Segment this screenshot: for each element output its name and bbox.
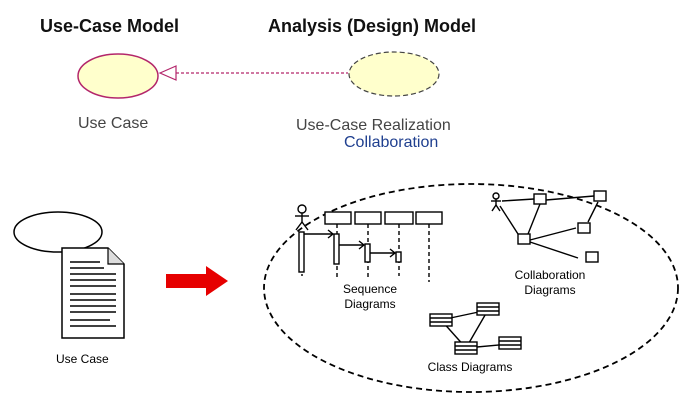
sequence-label-line2: Diagrams: [344, 297, 396, 311]
use-case-ellipse-bottom: [13, 211, 103, 253]
use-case-realization-label: Use-Case Realization: [296, 117, 451, 134]
use-case-model-heading: Use-Case Model: [40, 16, 180, 36]
sequence-label-line1: Sequence: [342, 282, 398, 296]
collab-label-line2: Diagrams: [524, 283, 576, 297]
collaboration-diagrams-label: Collaboration Diagrams: [500, 268, 600, 298]
realization-big-ellipse: [263, 183, 679, 393]
collab-label-line1: Collaboration: [514, 268, 586, 282]
realization-arrowhead-icon: [158, 65, 177, 81]
use-case-document-label: Use Case: [56, 352, 109, 366]
red-arrow-icon: [166, 266, 228, 296]
use-case-ellipse: [77, 53, 159, 99]
collaboration-diagram-icon: [491, 190, 607, 263]
realization-ellipse: [348, 51, 440, 97]
class-diagrams-label: Class Diagrams: [427, 360, 513, 374]
class-diagram-icon: [429, 302, 522, 355]
sequence-diagram-icon: [295, 204, 443, 282]
sequence-diagrams-label: Sequence Diagrams: [320, 282, 420, 312]
use-case-label: Use Case: [78, 115, 149, 132]
document-icon: [61, 247, 125, 339]
analysis-model-heading: Analysis (Design) Model: [268, 16, 477, 36]
collaboration-label: Collaboration: [344, 134, 439, 151]
